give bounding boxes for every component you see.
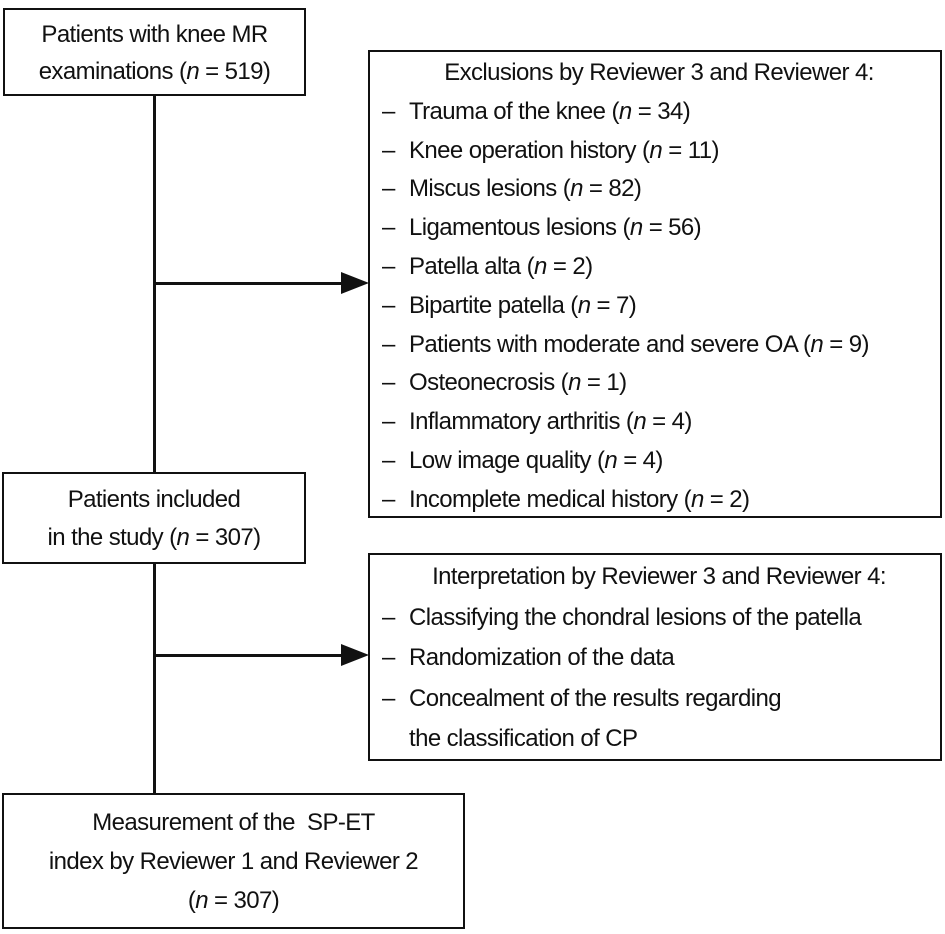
interpretation-item: – Concealment of the results regarding — [382, 679, 936, 720]
box-text-line: (n = 307) — [187, 887, 280, 914]
interpretation-item-text: Classifying the chondral lesions of the … — [409, 603, 862, 631]
exclusion-item: – Patients with moderate and severe OA (… — [382, 326, 936, 365]
list-dash: – — [382, 97, 395, 125]
exclusion-item-text: Ligamentous lesions (n = 56) — [409, 214, 702, 242]
list-dash: – — [382, 485, 395, 513]
connector-vertical-line-bottom — [153, 563, 156, 793]
box-interpretation: Interpretation by Reviewer 3 and Reviewe… — [368, 553, 942, 761]
exclusion-item-text: Inflammatory arthritis (n = 4) — [409, 408, 692, 436]
list-dash: – — [382, 136, 395, 164]
box-patients-included: Patients included in the study (n = 307) — [2, 472, 306, 564]
interpretation-item: – Randomization of the data — [382, 638, 936, 679]
arrow-to-exclusions-shaft — [154, 282, 341, 285]
box-text-line: in the study (n = 307) — [47, 524, 262, 551]
interpretation-item: – Classifying the chondral lesions of th… — [382, 598, 936, 639]
exclusion-item-text: Osteonecrosis (n = 1) — [409, 369, 627, 397]
exclusion-item: – Knee operation history (n = 11) — [382, 132, 936, 171]
exclusion-item: – Incomplete medical history (n = 2) — [382, 481, 936, 520]
arrowhead-right-icon — [341, 272, 369, 294]
list-dash: – — [382, 446, 395, 474]
exclusion-item: – Inflammatory arthritis (n = 4) — [382, 403, 936, 442]
exclusion-item-text: Low image quality (n = 4) — [409, 446, 663, 474]
list-dash: – — [382, 291, 395, 319]
box-text-line: Patients with knee MR — [41, 21, 268, 48]
exclusion-item-text: Trauma of the knee (n = 34) — [409, 97, 691, 125]
box-exclusions: Exclusions by Reviewer 3 and Reviewer 4:… — [368, 50, 942, 518]
list-dash: – — [382, 644, 395, 672]
list-dash: – — [382, 252, 395, 280]
box-measurement: Measurement of the SP-ET index by Review… — [2, 793, 465, 929]
list-dash: – — [382, 369, 395, 397]
box-patients-knee-mr: Patients with knee MR examinations (n = … — [3, 8, 306, 96]
interpretation-item-text: the classification of CP — [409, 725, 638, 753]
box-text-line: Measurement of the SP-ET — [92, 809, 375, 836]
interpretation-title: Interpretation by Reviewer 3 and Reviewe… — [432, 563, 886, 590]
interpretation-item-text: Concealment of the results regarding — [409, 684, 782, 712]
box-text-line: Patients included — [67, 486, 241, 513]
exclusion-item: – Ligamentous lesions (n = 56) — [382, 209, 936, 248]
list-dash: – — [382, 408, 395, 436]
exclusion-item: – Osteonecrosis (n = 1) — [382, 364, 936, 403]
list-dash: – — [382, 175, 395, 203]
exclusion-item-text: Miscus lesions (n = 82) — [409, 175, 642, 203]
exclusion-item: – Patella alta (n = 2) — [382, 248, 936, 287]
list-dash: – — [382, 330, 395, 358]
exclusion-item: – Low image quality (n = 4) — [382, 442, 936, 481]
exclusion-item-text: Incomplete medical history (n = 2) — [409, 485, 750, 513]
arrow-to-interpretation-shaft — [154, 654, 341, 657]
exclusion-item: – Bipartite patella (n = 7) — [382, 287, 936, 326]
list-dash: – — [382, 603, 395, 631]
exclusion-item: – Trauma of the knee (n = 34) — [382, 93, 936, 132]
box-text-line: examinations (n = 519) — [38, 58, 271, 85]
exclusion-item: – Miscus lesions (n = 82) — [382, 170, 936, 209]
interpretation-item-text: Randomization of the data — [409, 644, 675, 672]
list-dash: – — [382, 214, 395, 242]
exclusion-item-text: Patella alta (n = 2) — [409, 252, 593, 280]
arrowhead-right-icon — [341, 644, 369, 666]
interpretation-item-continuation: the classification of CP — [382, 719, 936, 760]
exclusions-title: Exclusions by Reviewer 3 and Reviewer 4: — [444, 59, 874, 86]
box-text-line: index by Reviewer 1 and Reviewer 2 — [48, 848, 419, 875]
list-dash: – — [382, 684, 395, 712]
exclusion-item-text: Knee operation history (n = 11) — [409, 136, 719, 164]
exclusion-item-text: Patients with moderate and severe OA (n … — [409, 330, 869, 358]
exclusion-item-text: Bipartite patella (n = 7) — [409, 291, 637, 319]
